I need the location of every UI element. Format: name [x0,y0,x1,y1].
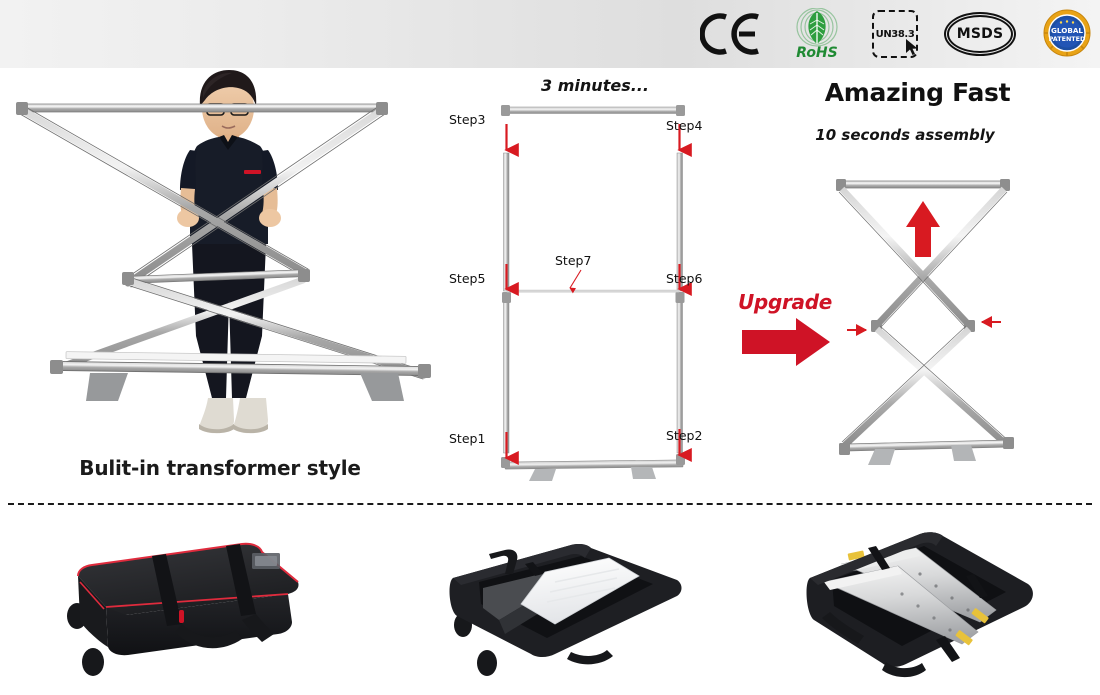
certification-band: RoHS UN38.3 MSDS [0,0,1100,68]
ce-icon [700,13,762,55]
upgrade-label: Upgrade [737,290,832,314]
msds-icon: MSDS [944,12,1016,56]
right-panel-title: Amazing Fast [824,78,1011,107]
step2-label: Step2 [666,428,703,443]
section-divider [8,503,1092,505]
person-with-frame-photo [16,70,431,434]
carry-bag-photo-row [0,512,1100,695]
upgrade-arrow-icon [740,316,832,373]
un383-label: UN38.3 [875,28,915,40]
step4-label: Step4 [666,118,703,133]
lift-up-arrow-icon [906,201,940,257]
step6-label: Step6 [666,271,703,286]
msds-label: MSDS [956,26,1004,42]
svg-text:PATENTED: PATENTED [1049,35,1086,43]
right-diagram-panel: Amazing Fast 10 seconds assembly [735,68,1100,503]
open-bag-with-frame-rails-photo [770,512,1090,695]
middle-step-diagram-panel: 3 minutes... [449,68,735,503]
svg-text:GLOBAL: GLOBAL [1051,26,1083,35]
main-content: Bulit-in transformer style 3 minutes... [0,68,1100,503]
global-patented-icon: GLOBAL PATENTED [1042,8,1092,60]
open-bag-with-graphic-photo [395,512,735,695]
svg-text:RoHS: RoHS [796,45,838,60]
rohs-icon: RoHS [788,8,846,60]
right-panel-subtitle: 10 seconds assembly [815,126,995,144]
transformer-frame-structure [16,102,431,401]
step5-label: Step5 [449,271,486,286]
seven-step-assembly-diagram [501,105,692,481]
cursor-arrow-icon [904,38,920,62]
middle-panel-title: 3 minutes... [541,76,649,95]
left-photo-panel: Bulit-in transformer style [0,68,455,503]
step1-label: Step1 [449,431,486,446]
closed-rolling-bag-photo [30,512,370,695]
scissor-frame-fast-diagram [836,179,1014,465]
left-panel-caption: Bulit-in transformer style [79,456,361,480]
step3-label: Step3 [449,112,486,127]
un383-icon: UN38.3 [872,10,918,58]
step7-label: Step7 [555,253,592,268]
certification-badge-row: RoHS UN38.3 MSDS [700,0,1092,68]
